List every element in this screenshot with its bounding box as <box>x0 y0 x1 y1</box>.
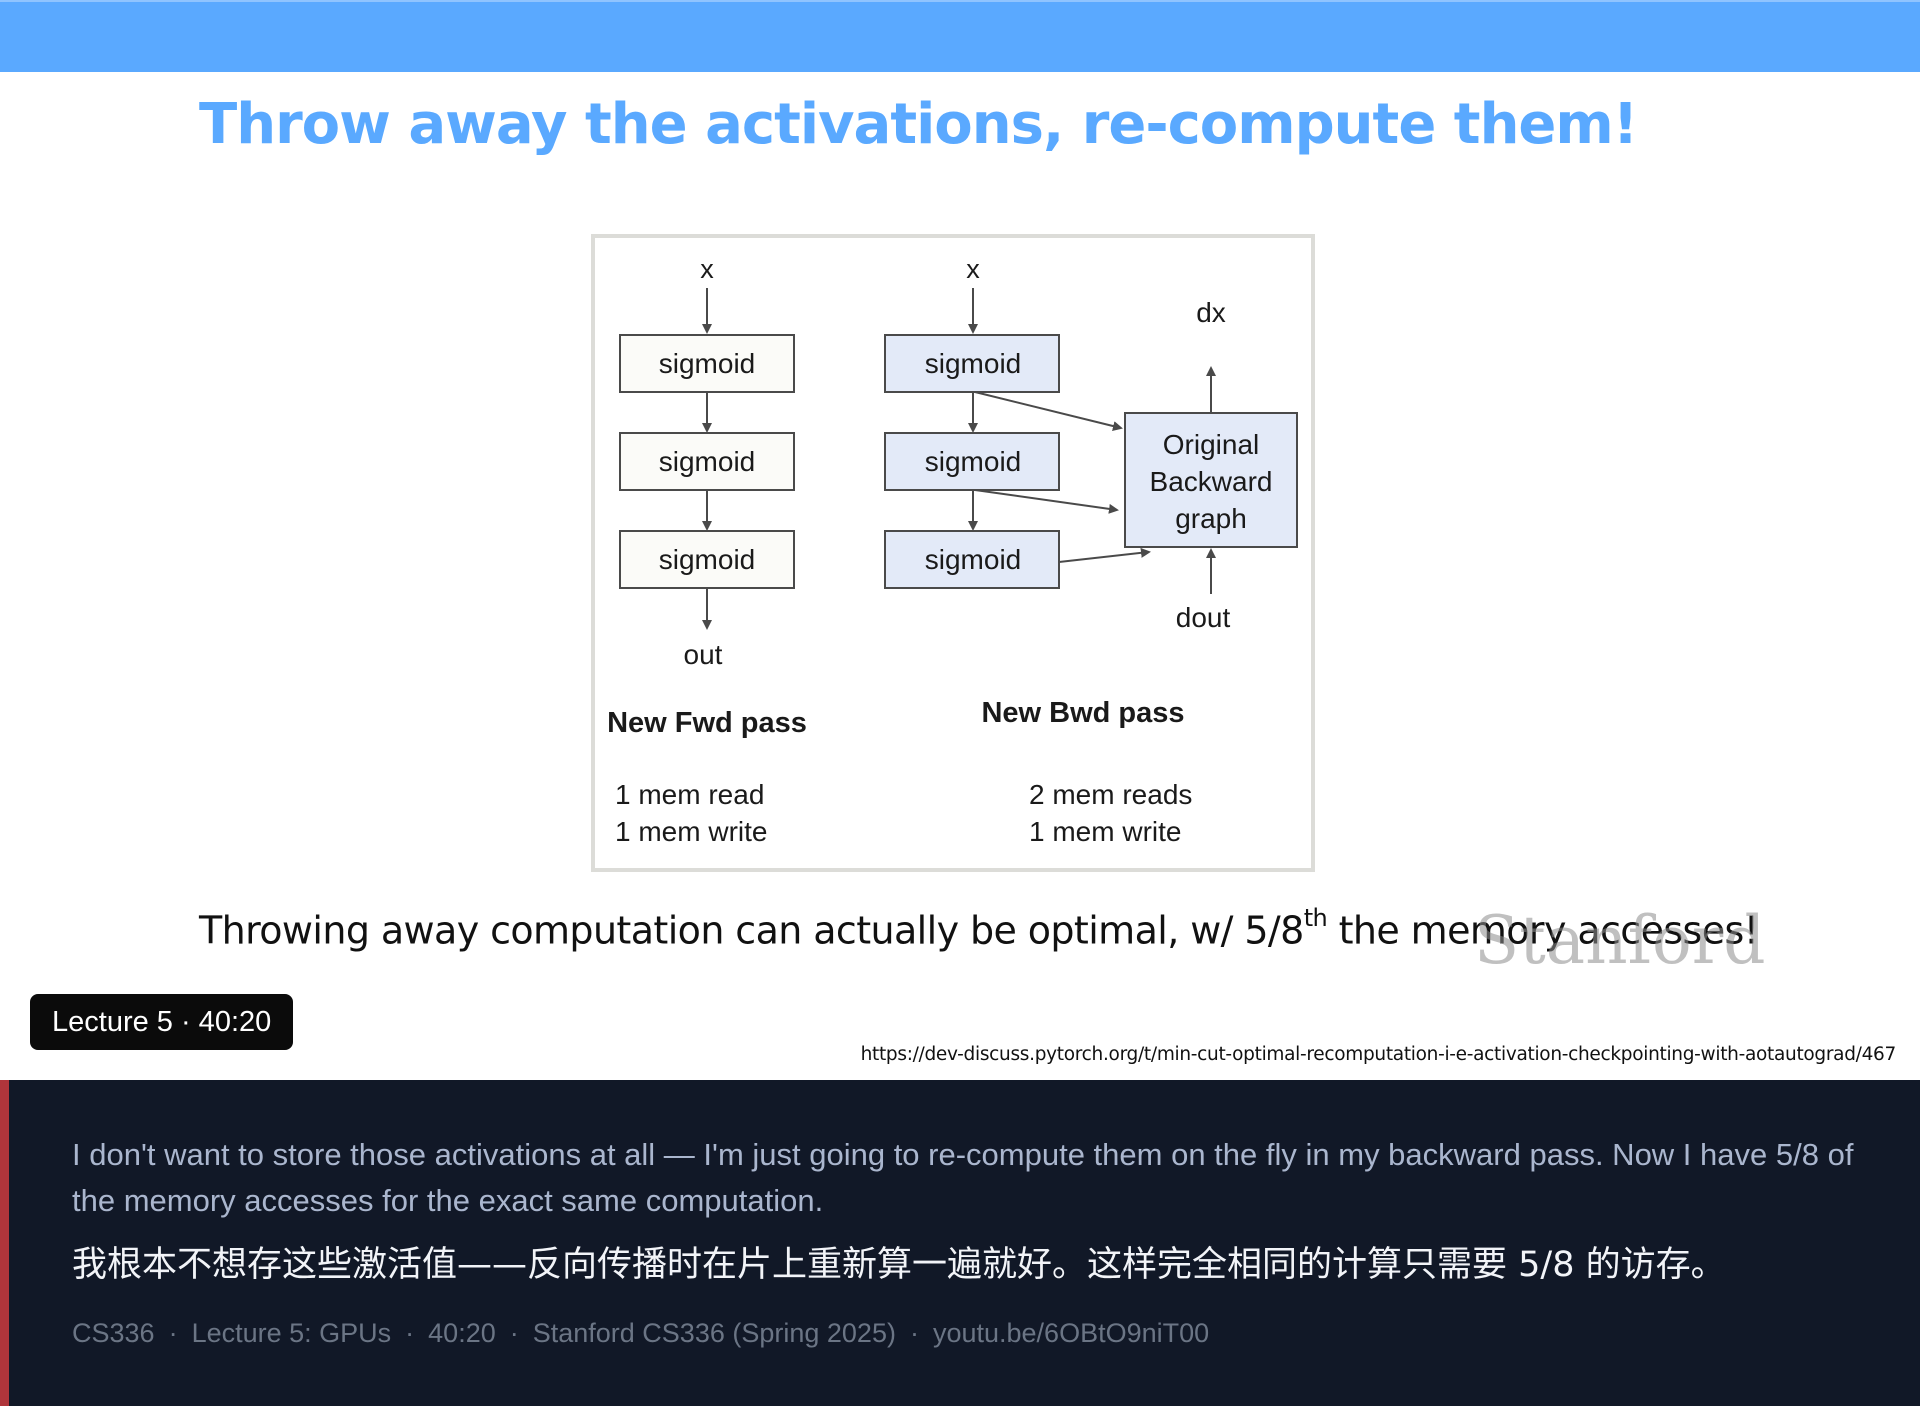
recompute-diagram: x sigmoid sigmoid sigmoid out New Fwd pa… <box>591 234 1315 872</box>
backward-graph-box <box>1124 412 1298 548</box>
bwd-link-1 <box>974 391 1123 431</box>
dout-label: dout <box>1176 602 1231 633</box>
bwd-node-3-label: sigmoid <box>925 544 1021 575</box>
meta-timestamp: 40:20 <box>428 1318 496 1348</box>
bwd-link-2 <box>974 489 1119 514</box>
source-url[interactable]: https://dev-discuss.pytorch.org/t/min-cu… <box>860 1044 1897 1065</box>
subtitle-chinese: 我根本不想存这些激活值——反向传播时在片上重新算一遍就好。这样完全相同的计算只需… <box>72 1245 1726 1285</box>
bwd-node-1 <box>884 334 1060 393</box>
stanford-watermark: Stanford <box>1474 902 1766 979</box>
meta-course: CS336 <box>72 1318 155 1348</box>
meta-series: Stanford CS336 (Spring 2025) <box>532 1318 896 1348</box>
fwd-node-2 <box>619 432 795 491</box>
fwd-stat-read: 1 mem read <box>615 779 764 810</box>
fwd-node-3 <box>619 530 795 589</box>
meta-video-link[interactable]: youtu.be/6OBtO9niT00 <box>932 1318 1210 1348</box>
fwd-heading: New Fwd pass <box>607 707 807 739</box>
fwd-input-label: x <box>700 254 714 284</box>
slide-top-bar <box>0 0 1920 72</box>
subtitle-panel: I don't want to store those activations … <box>0 1080 1920 1406</box>
fwd-node-3-label: sigmoid <box>659 544 755 575</box>
caption-superscript: th <box>1303 904 1328 932</box>
fwd-stat-write: 1 mem write <box>615 816 767 847</box>
bwd-node-2 <box>884 432 1060 491</box>
bwd-stat-reads: 2 mem reads <box>1029 779 1192 810</box>
bwd-node-1-label: sigmoid <box>925 348 1021 379</box>
slide-caption: Throwing away computation can actually b… <box>199 904 1759 953</box>
subtitle-english: I don't want to store those activations … <box>72 1137 1854 1218</box>
backward-graph-line-3: graph <box>1175 503 1247 534</box>
bwd-heading: New Bwd pass <box>981 697 1184 729</box>
meta-lecture: Lecture 5: GPUs <box>191 1318 392 1348</box>
fwd-output-label: out <box>684 639 723 670</box>
bwd-stat-write: 1 mem write <box>1029 816 1181 847</box>
bwd-node-2-label: sigmoid <box>925 446 1021 477</box>
subtitle-accent-bar <box>0 1080 9 1406</box>
slide-title: Throw away the activations, re-compute t… <box>199 92 1638 157</box>
bwd-input-label: x <box>966 254 980 284</box>
bwd-node-3 <box>884 530 1060 589</box>
backward-graph-line-2: Backward <box>1150 466 1273 497</box>
bwd-link-3 <box>1058 547 1151 563</box>
caption-main: Throwing away computation can actually b… <box>199 908 1304 953</box>
fwd-node-1-label: sigmoid <box>659 348 755 379</box>
subtitle-meta: CS336·Lecture 5: GPUs·40:20·Stanford CS3… <box>72 1318 1210 1348</box>
diagram-canvas: x sigmoid sigmoid sigmoid out New Fwd pa… <box>607 254 1298 847</box>
backward-graph-line-1: Original <box>1163 429 1259 460</box>
dx-label: dx <box>1196 297 1226 328</box>
fwd-node-2-label: sigmoid <box>659 446 755 477</box>
caption-rest: the memory accesses! <box>1327 908 1759 953</box>
lecture-timestamp-badge: Lecture 5 · 40:20 <box>30 994 294 1050</box>
